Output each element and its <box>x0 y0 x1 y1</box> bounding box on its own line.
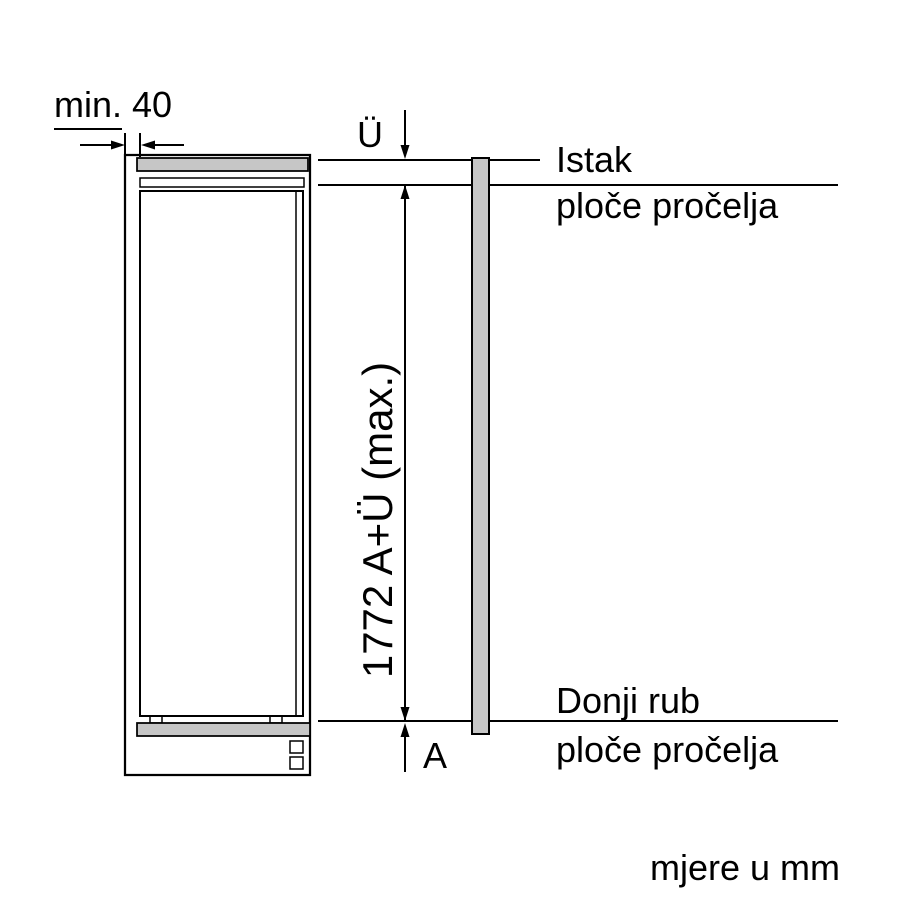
front-panel-bar <box>471 157 490 735</box>
front-panel-bottom-label-line2: ploče pročelja <box>556 729 779 770</box>
vent-grille-lower <box>289 756 304 770</box>
top-mounting-rail <box>139 177 305 188</box>
reference-lines <box>318 159 838 722</box>
bottom-overhang-label: A <box>423 735 447 776</box>
cabinet-side-view <box>123 153 312 777</box>
top-overhang-dimension: Ü <box>357 110 410 159</box>
front-panel-bottom-label-line1: Donji rub <box>556 680 700 721</box>
appliance-body <box>139 190 304 717</box>
front-panel-top-label-line2: ploče pročelja <box>556 185 779 226</box>
min-gap-arrowhead-left-icon <box>141 140 155 150</box>
units-note: mjere u mm <box>650 847 840 888</box>
top-furniture-panel <box>136 157 309 172</box>
bottom-furniture-panel <box>136 722 311 737</box>
top-overhang-arrowhead-down-icon <box>400 145 410 159</box>
min-gap-label: min. 40 <box>54 84 172 125</box>
front-panel-top-label-line1: Istak <box>556 139 633 180</box>
min-gap-dimension: min. 40 <box>54 84 184 157</box>
niche-outline <box>123 153 312 777</box>
main-height-dimension: 1772 A+Ü (max.) <box>354 185 410 721</box>
vent-grille-upper <box>289 740 304 754</box>
top-overhang-label: Ü <box>357 114 383 155</box>
bottom-overhang-arrowhead-up-icon <box>400 723 410 737</box>
min-gap-arrowhead-right-icon <box>111 140 125 150</box>
front-panel-bottom-annotation: Donji rub ploče pročelja <box>556 680 779 770</box>
main-dimension-arrowhead-down-icon <box>400 707 410 721</box>
bottom-overhang-dimension: A <box>400 723 447 776</box>
front-panel-top-annotation: Istak ploče pročelja <box>556 139 779 226</box>
main-dimension-arrowhead-up-icon <box>400 185 410 199</box>
main-dimension-label: 1772 A+Ü (max.) <box>354 362 401 678</box>
